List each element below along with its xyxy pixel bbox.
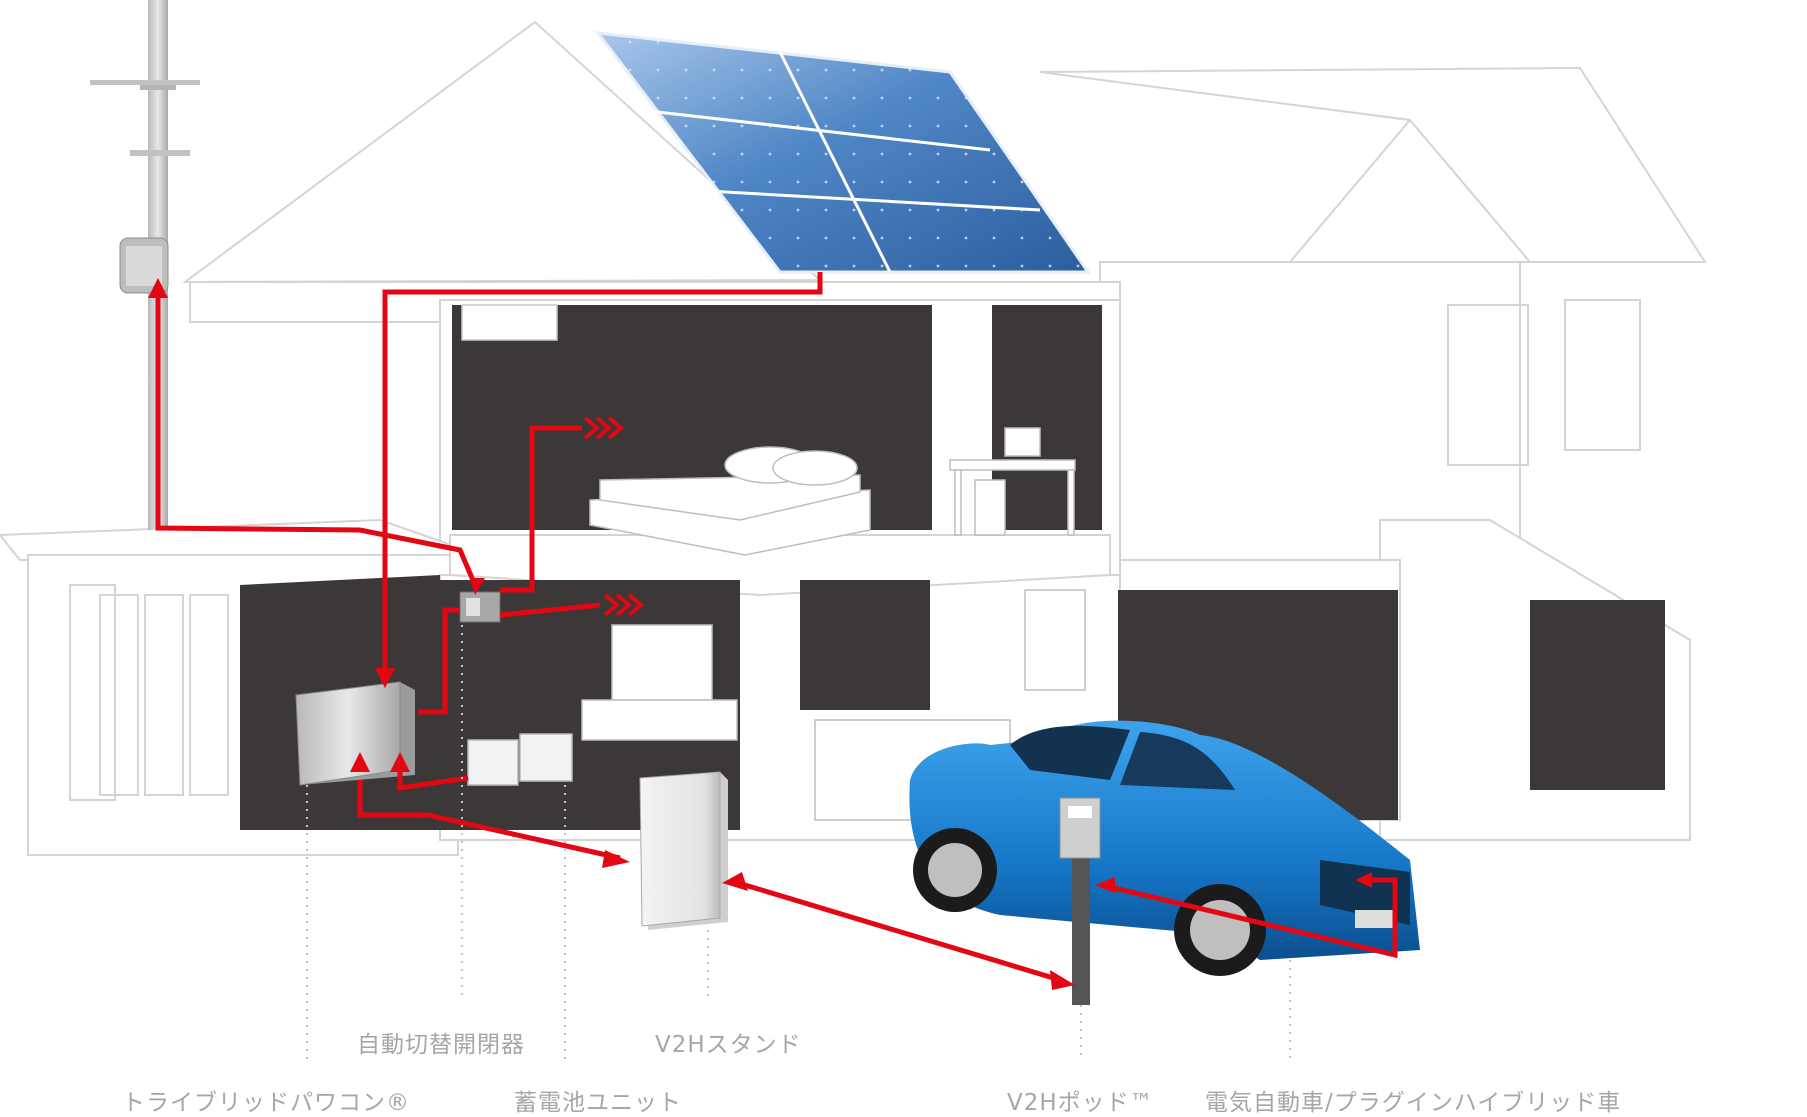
auto-switch-icon <box>460 592 500 622</box>
label-trybrid-pcs: トライブリッドパワコン® <box>122 1083 410 1117</box>
label-battery-unit: 蓄電池ユニット <box>514 1083 682 1117</box>
v2h-stand-icon <box>640 772 728 930</box>
battery-unit-icon <box>468 734 572 785</box>
label-auto-switch: 自動切替開閉器 <box>357 1025 525 1059</box>
label-v2h-stand: V2Hスタンド <box>655 1025 802 1059</box>
air-conditioner-icon <box>462 305 557 340</box>
label-v2h-pod: V2Hポッド™ <box>1007 1083 1154 1117</box>
label-ev-phv: 電気自動車/プラグインハイブリッド車 <box>1205 1083 1621 1117</box>
utility-pole-icon <box>90 0 200 530</box>
